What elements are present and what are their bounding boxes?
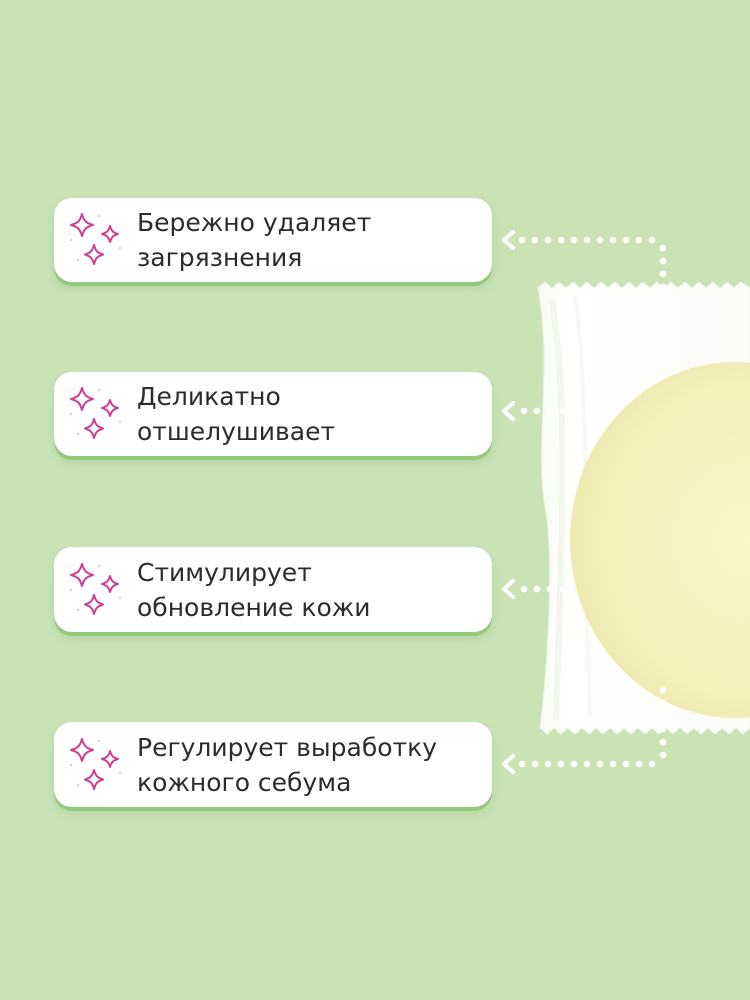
sparkles-icon (70, 213, 121, 265)
connector-arrows (502, 230, 667, 774)
sparkles-icon (70, 737, 121, 790)
arrow-to-card-2 (502, 401, 606, 421)
arrow-to-card-1 (502, 230, 667, 330)
sparkles-icon (70, 562, 121, 615)
sparkles-icon (70, 387, 121, 439)
product-disc (570, 362, 750, 718)
benefit-card: Бережно удаляет загрязнения (54, 198, 492, 282)
benefit-card: Деликатно отшелушивает (54, 372, 492, 456)
benefit-card: Регулирует выработку кожного себума (54, 722, 492, 807)
benefit-text: Бережно удаляет загрязнения (137, 208, 372, 272)
arrow-to-card-4 (502, 686, 667, 774)
arrow-to-card-3 (502, 579, 567, 599)
benefit-text: Регулирует выработку кожного себума (137, 732, 437, 797)
benefit-card: Стимулирует обновление кожи (54, 547, 492, 632)
benefit-text: Деликатно отшелушивает (137, 382, 336, 446)
benefit-text: Стимулирует обновление кожи (137, 557, 371, 622)
